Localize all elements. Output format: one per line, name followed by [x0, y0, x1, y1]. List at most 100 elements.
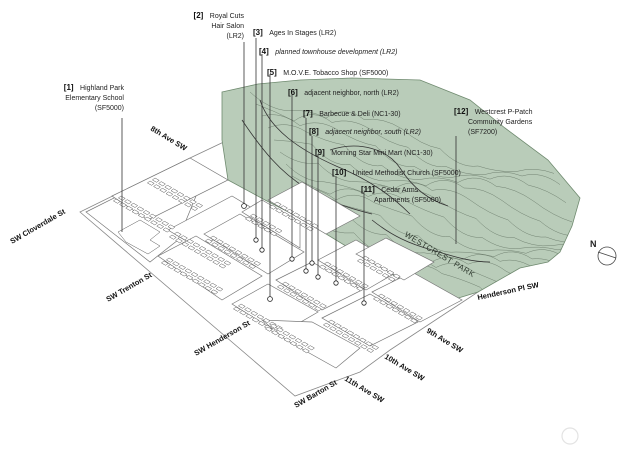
callout-4-line-1: planned townhouse development (LR2) — [274, 49, 397, 56]
school-building — [117, 219, 161, 255]
house-footprint — [218, 263, 227, 269]
callout-9: [9] Morning Star Mini Mart (NC1-30) — [315, 148, 433, 157]
callout-6-num: [6] — [288, 88, 298, 97]
house-footprint — [190, 205, 199, 211]
house-footprint — [319, 303, 327, 309]
callout-12-line-1: Westcrest P-Patch — [475, 109, 533, 116]
house-footprint — [257, 321, 266, 327]
building-footprints — [112, 177, 423, 354]
house-footprint — [211, 253, 219, 259]
house-footprint — [158, 181, 166, 187]
callout-8: [8] adjacent neighbor, south (LR2) — [309, 127, 421, 136]
house-footprint — [235, 256, 244, 262]
house-footprint — [363, 262, 371, 268]
house-footprint — [223, 260, 232, 266]
house-footprint — [171, 195, 180, 201]
house-footprint — [358, 337, 367, 343]
callout-11-line-1: Cedar Arms — [381, 187, 418, 194]
house-footprint — [354, 279, 363, 285]
house-footprint — [251, 317, 260, 323]
house-footprint — [263, 227, 272, 233]
marker-11 — [361, 300, 367, 306]
street-10th-ave-sw: 10th Ave SW — [383, 352, 427, 383]
house-footprint — [340, 326, 349, 332]
contour-line — [261, 114, 567, 203]
callout-6: [6] adjacent neighbor, north (LR2) — [288, 88, 399, 97]
house-footprint — [396, 304, 405, 310]
callout-7-line-1: Barbecue & Deli (NC1-30) — [319, 111, 400, 118]
leader-lines — [121, 38, 457, 302]
marker-6 — [289, 256, 295, 262]
house-footprint — [360, 344, 368, 350]
house-footprint — [195, 202, 204, 208]
callout-3-line-1: Ages In Stages (LR2) — [269, 30, 336, 37]
callout-7-num: [7] — [303, 109, 313, 118]
house-footprint — [292, 212, 301, 218]
house-footprint — [164, 184, 173, 190]
city-blocks — [85, 157, 463, 369]
house-footprint — [379, 300, 387, 306]
house-footprint — [335, 329, 344, 335]
callout-3: [3] Ages In Stages (LR2) — [253, 28, 336, 37]
park-trail — [371, 219, 491, 263]
callout-7: [7] Barbecue & Deli (NC1-30) — [303, 103, 401, 120]
house-footprint — [212, 259, 221, 265]
house-footprint — [408, 311, 417, 317]
house-footprint — [380, 266, 389, 272]
house-footprint — [215, 286, 224, 292]
house-footprint — [181, 241, 190, 247]
house-footprint — [390, 300, 399, 306]
house-footprint — [381, 273, 390, 279]
svg-text:[7] Barbecue & Deli (NC1: [7] Barbecue & Deli (NC1-30) — [303, 103, 401, 120]
house-footprint — [318, 264, 327, 270]
house-footprint — [112, 198, 121, 204]
house-footprint — [190, 272, 199, 278]
street-sw-cloverdale-st: SW Cloverdale St — [9, 207, 68, 246]
block — [355, 237, 435, 281]
house-footprint — [337, 275, 346, 281]
house-footprint — [250, 310, 259, 316]
house-footprint — [300, 341, 309, 347]
house-footprint — [372, 296, 381, 302]
house-footprint — [300, 292, 309, 298]
house-footprint — [175, 238, 183, 244]
house-footprint — [374, 262, 383, 268]
street-8th-ave-sw: 8th Ave SW — [149, 124, 189, 153]
house-footprint — [167, 224, 176, 230]
north-arrow-line — [597, 251, 617, 259]
house-footprint — [210, 289, 219, 295]
callout-11-line-2: Apartments (SF5000) — [374, 197, 441, 204]
house-footprint — [294, 338, 303, 344]
house-footprint — [184, 202, 192, 208]
house-footprint — [199, 252, 208, 258]
house-footprint — [391, 307, 400, 313]
house-footprint — [237, 303, 246, 309]
house-footprint — [288, 285, 296, 291]
marker-2 — [241, 203, 247, 209]
house-footprint — [336, 268, 345, 274]
house-footprint — [180, 235, 188, 241]
house-footprint — [198, 282, 206, 288]
house-footprint — [170, 188, 179, 194]
house-footprint — [217, 245, 226, 251]
house-footprint — [211, 242, 219, 248]
house-footprint — [198, 246, 207, 252]
house-footprint — [368, 259, 376, 265]
callout-8-line-1: adjacent neighbor, south (LR2) — [325, 129, 421, 136]
callout-1-line-3: (SF5000) — [95, 105, 124, 112]
house-footprint — [283, 288, 291, 294]
contour-line — [267, 124, 573, 223]
house-footprint — [275, 208, 283, 214]
house-footprint — [346, 330, 355, 336]
house-footprint — [273, 201, 282, 207]
house-footprint — [185, 275, 194, 281]
house-footprint — [142, 210, 151, 216]
svg-text:[2] Royal Cuts: [2] Royal Cuts — [194, 5, 245, 22]
house-footprint — [282, 330, 291, 336]
callout-2-num: [2] — [194, 11, 204, 20]
house-footprint — [274, 228, 283, 234]
house-footprint — [311, 223, 319, 229]
house-footprint — [293, 219, 302, 225]
house-footprint — [189, 199, 197, 205]
callout-9-num: [9] — [315, 148, 325, 157]
